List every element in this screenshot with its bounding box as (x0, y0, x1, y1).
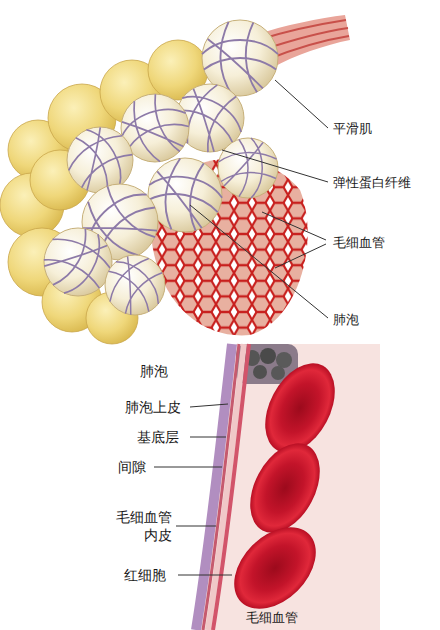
part-label: 平滑肌 (333, 120, 372, 138)
part-label: 毛细血管 内皮 (104, 508, 172, 544)
part-label: 红细胞 (124, 566, 166, 584)
part-label: 肺泡上皮 (125, 398, 181, 416)
part-label: 弹性蛋白纤维 (333, 174, 411, 192)
part-label: 毛细血管 (333, 234, 385, 252)
part-label: 肺泡 (333, 311, 359, 329)
part-label: 基底层 (137, 428, 179, 446)
part-label: 毛细血管 (246, 609, 298, 627)
part-label: 肺泡 (140, 362, 168, 380)
alveolus-front (32, 20, 278, 327)
leader-line (190, 80, 328, 318)
part-label: 间隙 (118, 458, 146, 476)
capillary-section (196, 344, 380, 630)
